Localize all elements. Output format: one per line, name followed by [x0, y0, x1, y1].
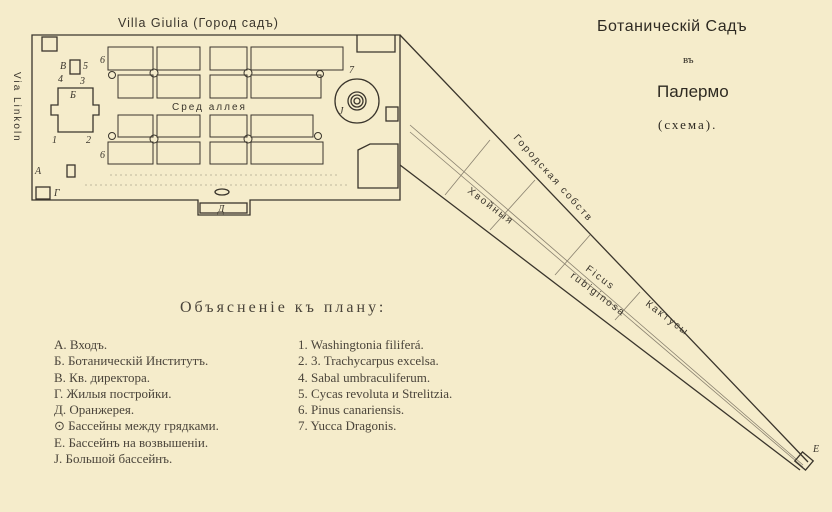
marker-V: В: [60, 61, 66, 72]
legend-item: Г. Жилыя постройки.: [54, 385, 172, 401]
marker-6a: 6: [100, 55, 105, 66]
title-line-2: въ: [683, 54, 694, 66]
legend-right-column: 1. Washingtonia filiferá. 2. 3. Trachyca…: [298, 337, 452, 435]
legend-item: 7. Yucca Dragonis.: [298, 418, 397, 434]
top-street-label: Villa Giulia (Город садъ): [118, 16, 279, 30]
legend-heading: Объясненіе къ плану:: [180, 299, 387, 316]
legend-left-column: А. Входъ. Б. Ботаническій Институтъ. В. …: [54, 337, 219, 467]
title-line-4: (схема).: [658, 117, 718, 132]
marker-G: Г: [53, 188, 60, 199]
legend-item: 4. Sabal umbraculiferum.: [298, 369, 431, 385]
marker-4: 4: [58, 74, 63, 85]
garden-outline: [31, 34, 401, 216]
legend-item: J. Большой бассейнъ.: [54, 451, 173, 467]
wedge-upper-edge: [399, 34, 809, 463]
elevated-pool-E: [793, 450, 815, 472]
legend-item: Б. Ботаническій Институтъ.: [54, 353, 209, 369]
legend-item: 6. Pinus canariensis.: [298, 402, 405, 418]
marker-7: 7: [349, 65, 355, 76]
marker-E: E: [812, 444, 819, 455]
marker-B: Б: [69, 90, 76, 101]
legend-item: 1. Washingtonia filiferá.: [298, 337, 424, 352]
large-pool-J: [334, 78, 380, 124]
marker-1: 1: [52, 135, 57, 146]
legend-item: 2. 3. Trachycarpus excelsa.: [298, 353, 439, 369]
marker-2: 2: [86, 135, 91, 146]
marker-3: 3: [79, 76, 85, 87]
marker-6b: 6: [100, 150, 105, 161]
wedge-lower-edge: [399, 164, 801, 471]
marker-A: А: [34, 166, 42, 177]
legend-item: 5. Cycas revoluta и Strelitzia.: [298, 385, 453, 401]
legend-item: А. Входъ.: [54, 337, 108, 352]
right-street-label: Городская собств: [511, 132, 596, 224]
marker-D: Д: [217, 204, 225, 215]
legend-item: В. Кв. директора.: [54, 369, 150, 385]
legend-item: E. Бассейнъ на возвышеніи.: [54, 434, 209, 450]
left-street-label: Via Linkoln: [11, 72, 22, 143]
legend-item: Д. Оранжерея.: [54, 402, 135, 418]
title-line-1: Ботаническій Садъ: [597, 18, 748, 35]
marker-J: J: [339, 106, 344, 117]
botanical-institute: [50, 87, 100, 133]
marker-5: 5: [83, 61, 88, 72]
title-line-3: Палермо: [657, 82, 729, 101]
legend-item: ⊙ Бассейны между грядками.: [54, 418, 219, 434]
greenhouse: [199, 202, 248, 214]
central-alley-label: Сред аллея: [172, 102, 247, 113]
